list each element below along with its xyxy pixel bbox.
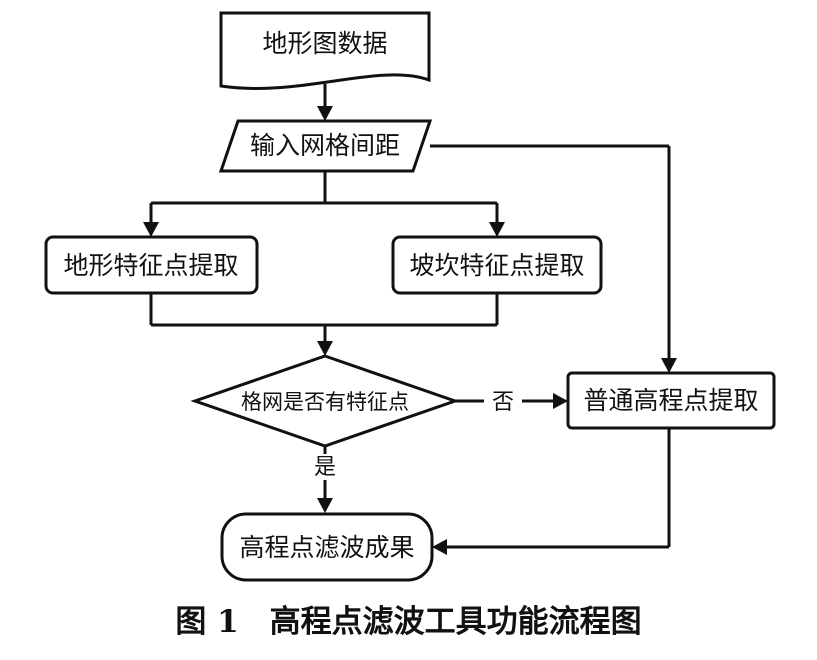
figure-caption: 图 1 高程点滤波工具功能流程图 — [175, 604, 642, 640]
node-terrain-feature-extract: 地形特征点提取 — [44, 235, 259, 295]
edge-decision-yes: 是 — [314, 446, 336, 513]
edge-input-split — [143, 171, 505, 237]
svg-text:坡坎特征点提取: 坡坎特征点提取 — [409, 251, 584, 280]
node-normal-elevation-extract: 普通高程点提取 — [566, 371, 776, 430]
svg-text:地形特征点提取: 地形特征点提取 — [63, 251, 238, 280]
svg-text:格网是否有特征点: 格网是否有特征点 — [241, 390, 409, 414]
svg-text:普通高程点提取: 普通高程点提取 — [583, 386, 758, 415]
edge-decision-no: 否 — [455, 390, 568, 415]
svg-text:输入网格间距: 输入网格间距 — [250, 131, 400, 160]
edge-merge-to-decision — [149, 293, 499, 356]
edge-input-to-normal — [430, 144, 677, 373]
flowchart: 地形图数据 输入网格间距 地形特征点提取 坡坎特征点提取 — [44, 11, 776, 582]
edge-label-no: 否 — [492, 390, 514, 415]
edge-label-yes: 是 — [314, 455, 336, 480]
svg-text:地形图数据: 地形图数据 — [262, 29, 387, 58]
node-terrain-data: 地形图数据 — [219, 11, 431, 90]
node-decision-has-feature: 格网是否有特征点 — [190, 354, 460, 448]
node-slope-feature-extract: 坡坎特征点提取 — [391, 235, 603, 295]
node-input-grid-spacing: 输入网格间距 — [218, 119, 433, 173]
edge-data-to-input — [317, 84, 333, 121]
node-filter-result: 高程点滤波成果 — [220, 512, 434, 582]
svg-text:高程点滤波成果: 高程点滤波成果 — [239, 533, 414, 562]
edge-normal-to-result — [432, 428, 671, 555]
